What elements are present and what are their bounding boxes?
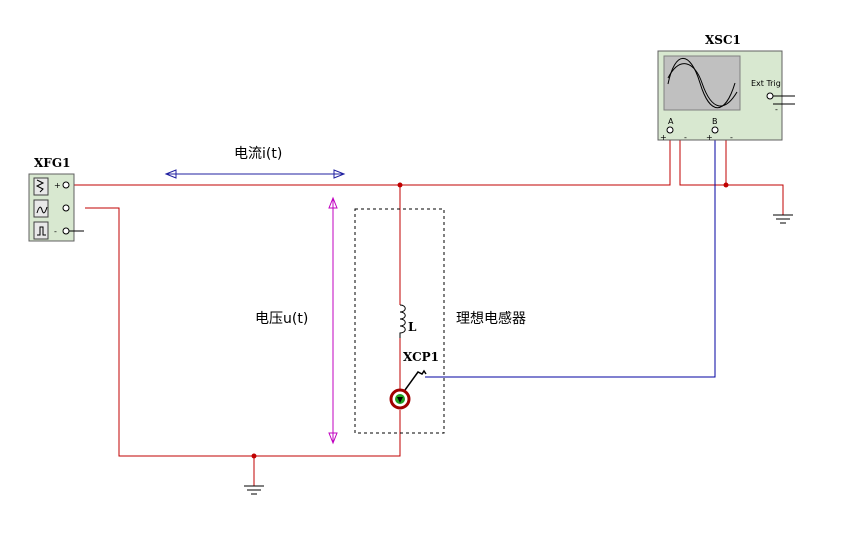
sine-wave-icon	[33, 177, 49, 196]
wire-left-bottom	[85, 207, 401, 457]
xfg1-minus: -	[54, 227, 57, 236]
probe-label: XCP1	[403, 350, 439, 364]
ext-trig-minus: -	[775, 105, 778, 114]
ground-icon	[773, 214, 793, 224]
xfg1-label: XFG1	[34, 156, 70, 170]
wires	[72, 140, 784, 486]
xfg1-plus: +	[54, 181, 61, 190]
function-generator[interactable]: XFG1 + -	[28, 156, 84, 242]
channel-b-label: B	[712, 117, 718, 126]
junction-bottom	[251, 453, 257, 459]
oscilloscope[interactable]: XSC1 Ext Trig - A B + - + -	[657, 33, 795, 142]
ideal-inductor-label: 理想电感器	[456, 310, 526, 327]
ground-icon	[244, 485, 264, 495]
channel-b-terminal[interactable]	[711, 126, 719, 134]
current-arrow: 电流i(t)	[164, 146, 346, 179]
channel-a-terminal[interactable]	[666, 126, 674, 134]
xsc1-label: XSC1	[705, 33, 741, 47]
voltage-arrow: 电压u(t)	[255, 196, 338, 445]
channel-a-label: A	[668, 117, 674, 126]
ext-trig-label: Ext Trig	[751, 79, 781, 88]
xfg1-terminal-plus[interactable]	[62, 181, 70, 189]
junction-top	[397, 182, 403, 188]
wire-probe-b	[425, 140, 716, 378]
current-probe[interactable]: XCP1	[389, 350, 439, 410]
ext-trig-terminal[interactable]	[766, 92, 774, 100]
current-label: 电流i(t)	[234, 146, 282, 162]
channel-b-minus: -	[730, 133, 733, 142]
inductor[interactable]: L	[399, 304, 417, 338]
xfg1-terminal-common[interactable]	[62, 204, 70, 212]
ideal-inductor-box	[354, 208, 445, 434]
wire-scope-ground	[679, 140, 784, 215]
inductor-label: L	[408, 320, 417, 334]
probe-lead	[404, 369, 427, 391]
xfg1-terminal-minus[interactable]	[62, 227, 70, 235]
square-wave-icon	[33, 221, 49, 240]
voltage-label: 电压u(t)	[255, 311, 308, 327]
channel-b-plus: +	[706, 133, 713, 142]
wire-top	[72, 140, 671, 186]
junction-scope	[723, 182, 729, 188]
channel-a-plus: +	[660, 133, 667, 142]
channel-a-minus: -	[684, 133, 687, 142]
